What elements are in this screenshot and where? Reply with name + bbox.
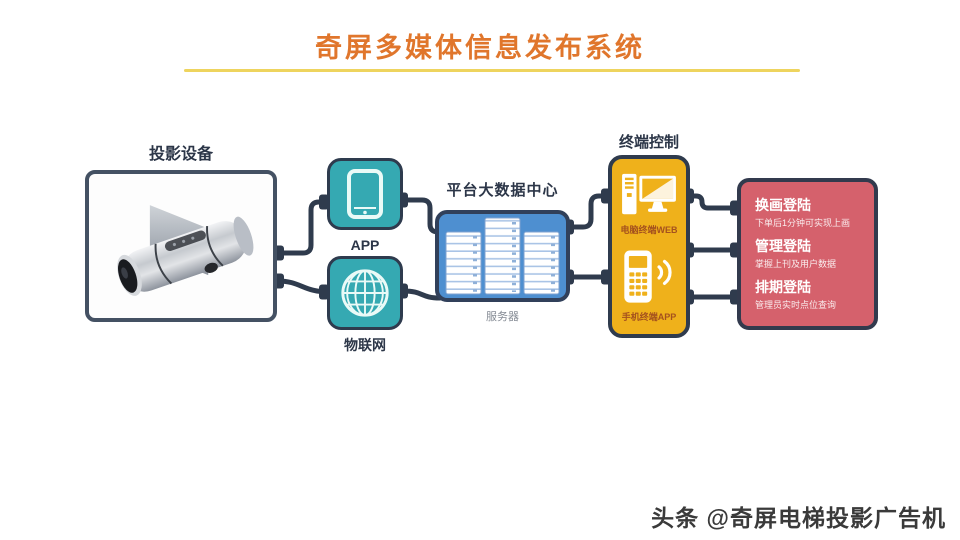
login-item-paiqi: 排期登陆 管理员实时点位查询 [755,279,860,312]
desktop-computer-icon [622,173,676,215]
iot-label: 物联网 [344,337,386,353]
login-title: 换画登陆 [755,196,811,213]
title-underline [184,69,800,72]
login-item-guanli: 管理登陆 掌握上刊及用户数据 [755,238,860,271]
mobile-terminal-item: 手机终端APP [617,247,681,323]
projector-image [117,205,254,296]
projector-label: 投影设备 [148,146,213,163]
app-node [327,158,403,230]
globe-icon [341,269,389,317]
server-box [435,210,570,302]
login-desc: 管理员实时点位查询 [755,300,837,311]
server-rack-icon [445,217,560,295]
web-terminal-item: 电脑终端WEB [618,170,680,236]
watermark: 头条 @奇屏电梯投影广告机 [651,505,946,531]
login-title: 管理登陆 [755,237,811,254]
login-box: 换画登陆 下单后1分钟可实现上画 管理登陆 掌握上刊及用户数据 排期登陆 管理员… [737,178,878,330]
server-caption: 服务器 [486,311,519,323]
web-terminal-label: 电脑终端WEB [620,225,678,235]
login-desc: 掌握上刊及用户数据 [755,259,837,270]
app-label: APP [350,237,380,253]
datacenter-label: 平台大数据中心 [446,182,559,199]
wire-app-server [400,197,441,235]
tablet-icon [347,169,383,219]
page-title: 奇屏多媒体信息发布系统 [315,33,645,63]
terminal-label: 终端控制 [618,134,679,151]
mobile-terminal-label: 手机终端APP [621,312,677,322]
login-title: 排期登陆 [755,278,811,295]
login-item-huanhua: 换画登陆 下单后1分钟可实现上画 [755,197,860,230]
wire-projector-app [274,199,333,256]
login-desc: 下单后1分钟可实现上画 [755,218,851,229]
projector-box [85,170,277,322]
wire-terminal-login-1 [687,193,744,211]
mobile-phone-signal-icon [624,250,672,303]
wire-server-terminal-top [567,193,615,230]
iot-node [327,256,403,330]
terminal-box: 电脑终端WEB 手机终端APP [608,155,690,338]
control-knob [204,262,218,273]
